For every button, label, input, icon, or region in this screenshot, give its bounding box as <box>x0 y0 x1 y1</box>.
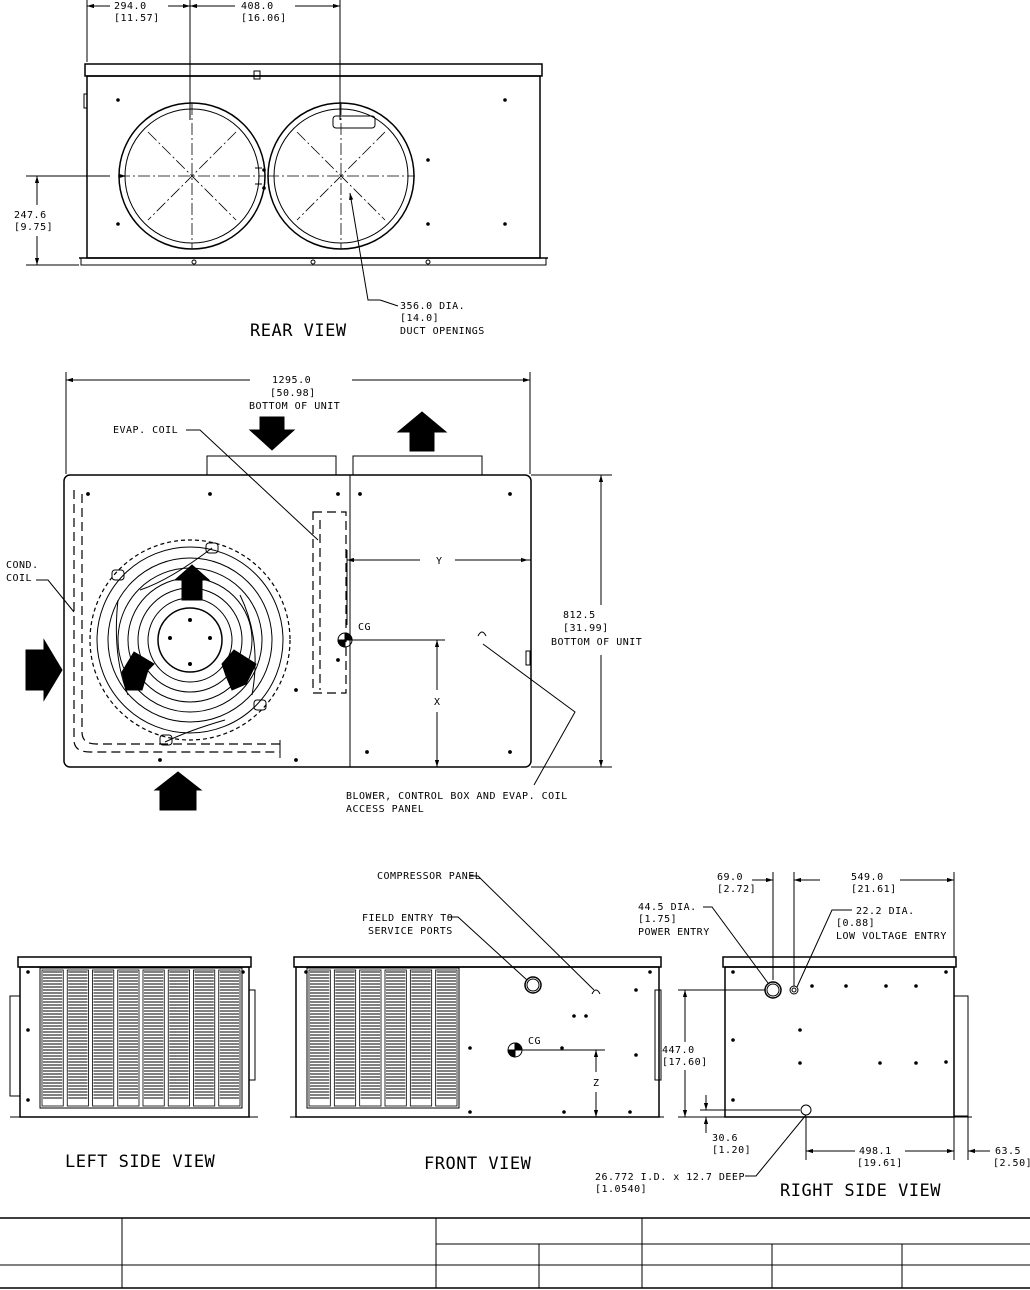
front-view: COMPRESSOR PANEL FIELD ENTRY TO SERVICE … <box>290 871 664 1174</box>
right-dim-69-mm: 69.0 <box>717 872 743 883</box>
top-y-label: Y <box>436 556 443 567</box>
right-dim-549-in: [21.61] <box>851 884 897 895</box>
right-dim-4981-mm: 498.1 <box>859 1146 892 1157</box>
front-view-title: FRONT VIEW <box>424 1154 532 1174</box>
right-lv-dia-in: [0.88] <box>836 918 875 929</box>
louver-column <box>409 969 433 1107</box>
right-lv-dia-mm: 22.2 DIA. <box>856 906 915 917</box>
rear-dim-left-in: [11.57] <box>114 13 160 24</box>
right-drain-1: 26.772 I.D. x 12.7 DEEP <box>595 1172 745 1183</box>
top-depth-label: BOTTOM OF UNIT <box>551 637 642 648</box>
front-field-entry-1: FIELD ENTRY TO <box>362 913 453 924</box>
top-cond-coil-2: COIL <box>6 573 32 584</box>
rear-view-title: REAR VIEW <box>250 321 347 341</box>
right-dim-447-in: [17.60] <box>662 1057 708 1068</box>
left-louver-grille <box>39 967 243 1109</box>
top-access-panel-2: ACCESS PANEL <box>346 804 424 815</box>
louver-column <box>142 969 165 1107</box>
front-z-label: Z <box>593 1078 600 1089</box>
front-cg-icon <box>507 1042 523 1058</box>
louver-column <box>359 969 382 1107</box>
left-side-view: LEFT SIDE VIEW <box>9 956 258 1172</box>
right-side-view: 69.0 [2.72] 549.0 [21.61] 44.5 DIA. [1.7… <box>595 872 1030 1201</box>
front-field-entry-2: SERVICE PORTS <box>368 926 453 937</box>
front-louver-grille <box>306 967 460 1109</box>
rear-dim-left-mm: 294.0 <box>114 1 147 12</box>
louver-column <box>308 969 331 1107</box>
right-dim-447-mm: 447.0 <box>662 1045 695 1056</box>
right-dim-635-in: [2.50] <box>993 1158 1030 1169</box>
right-lv-label: LOW VOLTAGE ENTRY <box>836 931 947 942</box>
rear-view: 294.0 [11.57] 408.0 [16.06] <box>14 0 548 341</box>
right-side-title: RIGHT SIDE VIEW <box>780 1181 941 1201</box>
front-cg-label: CG <box>528 1036 541 1047</box>
top-width-mm: 1295.0 <box>272 375 311 386</box>
louver-column <box>92 969 115 1107</box>
dimension-table <box>0 1217 1030 1289</box>
top-evap-coil: EVAP. COIL <box>113 425 178 436</box>
louver-column <box>333 969 357 1107</box>
top-view: 1295.0 [50.98] BOTTOM OF UNIT <box>6 372 642 815</box>
top-width-label: BOTTOM OF UNIT <box>249 401 340 412</box>
right-power-dia-mm: 44.5 DIA. <box>638 902 697 913</box>
top-cond-coil-1: COND. <box>6 560 39 571</box>
right-dim-635-mm: 63.5 <box>995 1146 1021 1157</box>
top-width-in: [50.98] <box>270 388 316 399</box>
top-cg-label: CG <box>358 622 371 633</box>
center-of-gravity-icon <box>337 632 353 648</box>
louver-column <box>384 969 407 1107</box>
right-dim-306-mm: 30.6 <box>712 1133 738 1144</box>
rear-dim-mid-in: [16.06] <box>241 13 287 24</box>
louver-column <box>193 969 216 1107</box>
right-drain-2: [1.0540] <box>595 1184 647 1195</box>
condenser-fan-icon <box>89 539 291 746</box>
louver-column <box>66 969 89 1107</box>
top-x-label: X <box>434 697 441 708</box>
front-compressor-panel: COMPRESSOR PANEL <box>377 871 481 882</box>
rear-dim-mid-mm: 408.0 <box>241 1 274 12</box>
right-dim-4981-in: [19.61] <box>857 1158 903 1169</box>
right-power-label: POWER ENTRY <box>638 927 710 938</box>
rear-dim-height-mm: 247.6 <box>14 210 47 221</box>
top-access-panel-1: BLOWER, CONTROL BOX AND EVAP. COIL <box>346 791 568 802</box>
rear-duct-dia-mm: 356.0 DIA. <box>400 301 465 312</box>
rear-duct-label: DUCT OPENINGS <box>400 326 485 337</box>
top-depth-mm: 812.5 <box>563 610 596 621</box>
louver-column <box>218 969 241 1107</box>
rear-duct-dia-in: [14.0] <box>400 313 439 324</box>
right-dim-549-mm: 549.0 <box>851 872 884 883</box>
right-dim-69-in: [2.72] <box>717 884 756 895</box>
right-dim-306-in: [1.20] <box>712 1145 751 1156</box>
right-power-dia-in: [1.75] <box>638 914 677 925</box>
louver-column <box>435 969 458 1107</box>
louver-column <box>167 969 190 1107</box>
louver-column <box>41 969 64 1107</box>
rear-dim-height-in: [9.75] <box>14 222 53 233</box>
top-depth-in: [31.99] <box>563 623 609 634</box>
left-side-title: LEFT SIDE VIEW <box>65 1152 216 1172</box>
louver-column <box>117 969 140 1107</box>
